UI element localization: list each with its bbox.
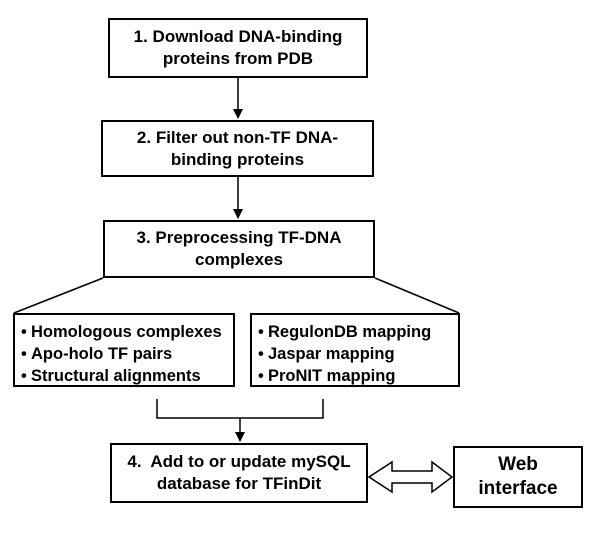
list-item-label: Jaspar mapping xyxy=(268,345,395,363)
web-interface-line2: interface xyxy=(478,478,558,499)
list-item: •Homologous complexes xyxy=(21,321,233,343)
list-item-label: Apo-holo TF pairs xyxy=(31,345,173,363)
list-item-label: RegulonDB mapping xyxy=(268,323,432,341)
preprocess-substeps-right-box: •RegulonDB mapping •Jaspar mapping •ProN… xyxy=(250,313,460,387)
step-preprocess-box: 3. Preprocessing TF-DNA complexes xyxy=(103,220,375,278)
bullet: • xyxy=(21,367,27,385)
list-item: •Apo-holo TF pairs xyxy=(21,343,233,365)
step-download-box: 1. Download DNA-binding proteins from PD… xyxy=(108,18,368,78)
step-add-box: 4. Add to or update mySQL database for T… xyxy=(110,443,368,503)
step-download-line2: proteins from PDB xyxy=(162,49,314,68)
double-arrow-add-web xyxy=(367,460,454,494)
split-line-right xyxy=(374,277,460,314)
bullet: • xyxy=(21,323,27,341)
bullet: • xyxy=(21,345,27,363)
step-add-line1: 4. Add to or update mySQL xyxy=(127,452,351,471)
list-item: •Jaspar mapping xyxy=(258,343,458,365)
merge-bracket xyxy=(156,399,324,419)
step-filter-line1: 2. Filter out non-TF DNA- xyxy=(136,127,339,147)
web-interface-box: Web interface xyxy=(453,446,583,508)
list-item-label: Homologous complexes xyxy=(31,323,222,341)
list-item: •Structural alignments xyxy=(21,365,233,387)
web-interface-line1: Web xyxy=(498,454,538,475)
split-line-left xyxy=(13,277,104,314)
bullet: • xyxy=(258,367,264,385)
step-download-line1: 1. Download DNA-binding xyxy=(133,27,343,46)
list-item-label: Structural alignments xyxy=(31,367,201,385)
step-preprocess-line2: complexes xyxy=(195,250,283,269)
preprocess-substeps-left-box: •Homologous complexes •Apo-holo TF pairs… xyxy=(13,313,235,387)
bullet: • xyxy=(258,323,264,341)
bullet: • xyxy=(258,345,264,363)
step-filter-line2: binding proteins xyxy=(170,149,305,169)
step-preprocess-line1: 3. Preprocessing TF-DNA xyxy=(136,228,342,247)
step-add-line2: database for TFinDit xyxy=(156,474,322,493)
list-item: •RegulonDB mapping xyxy=(258,321,458,343)
step-filter-box: 2. Filter out non-TF DNA- binding protei… xyxy=(101,120,374,177)
list-item-label: ProNIT mapping xyxy=(268,367,396,385)
list-item: •ProNIT mapping xyxy=(258,365,458,387)
